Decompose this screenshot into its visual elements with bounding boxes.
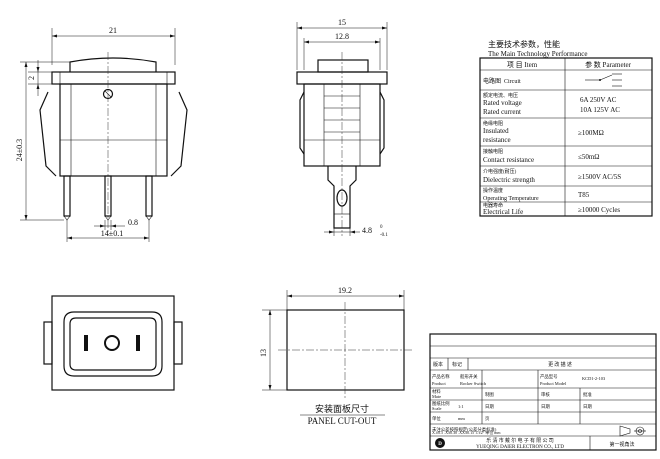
spec-row-circuit-en: Circuit xyxy=(504,79,521,85)
spec-row-insulated-en2: resistance xyxy=(483,136,511,144)
tb-material-en: Mate xyxy=(432,394,441,399)
spec-row-dielectric-zh: 介电强度(耐压) xyxy=(483,168,517,175)
spec-row-rated-value2: 10A 125V AC xyxy=(580,106,620,114)
tb-unit-label: 单位 xyxy=(432,415,441,422)
tb-tolerance-values: X.±0.5 .X±0.30 .XX±0.15 ∠±2° 单位 mm xyxy=(432,429,501,435)
cutout-height-dim: 13 xyxy=(259,349,268,357)
spec-row-rated-zh: 额定电流、电压 xyxy=(483,92,518,99)
tb-checked: 审核 xyxy=(541,391,550,398)
pin-pitch-dim: 14±0.1 xyxy=(101,229,123,238)
spec-row-rated-en: Rated voltage xyxy=(483,99,522,107)
tb-product-name-en: Product xyxy=(432,381,446,386)
tb-scale-zh: 图纸比例 xyxy=(432,400,450,407)
top-view xyxy=(43,295,183,391)
terminal-tol-lower: -0.1 xyxy=(380,233,388,238)
panel-cutout-title-en: PANEL CUT-OUT xyxy=(308,416,377,426)
off-mark-right xyxy=(136,335,140,351)
spec-row-life-en: Electrical Life xyxy=(483,208,523,216)
tb-approved: 批准 xyxy=(583,391,592,398)
side-view: 15 12.8 4.8 0 -0 xyxy=(296,18,388,238)
tb-product-name-zh: 产品名称 xyxy=(432,373,450,380)
tb-company-en: YUEQING DAIER ELECTRON CO., LTD xyxy=(476,445,564,450)
tb-mark-label: 标记 xyxy=(452,361,462,368)
spec-row-circuit-zh: 电路图 xyxy=(483,77,501,85)
spec-row-contact-en: Contact resistance xyxy=(483,156,534,164)
height-dim: 24±0.3 xyxy=(15,139,24,161)
projection-symbol-icon xyxy=(619,425,646,437)
circuit-symbol-icon xyxy=(585,73,622,87)
tb-product-name-value: 船形开关 xyxy=(460,373,478,380)
top-gap-dim: 2 xyxy=(27,76,36,80)
svg-text:D: D xyxy=(438,442,442,447)
spec-title-en: The Main Technology Performance xyxy=(488,50,588,58)
terminal-width-dim: 4.8 xyxy=(362,226,372,235)
spec-row-dielectric-en: Dielectric strength xyxy=(483,176,535,184)
spec-table: 主要技术参数，性能 The Main Technology Performanc… xyxy=(479,39,653,217)
spec-row-dielectric-value: ≥1500V AC/5S xyxy=(578,173,621,181)
terminal-tol-upper: 0 xyxy=(380,225,383,230)
tb-product-name-value-en: Rocker Switch xyxy=(460,381,487,386)
tb-scale-value: 1:1 xyxy=(458,404,464,409)
spec-row-life-zh: 电器寿命 xyxy=(483,202,503,209)
spec-row-rated-value: 6A 250V AC xyxy=(580,96,617,104)
title-block: 版本 标记 更 改 描 述 产品名称 Product 船形开关 Rocker S… xyxy=(429,333,657,451)
tb-model-value: KCD1-2-103 xyxy=(582,376,606,381)
power-circle-symbol xyxy=(104,335,120,351)
spec-row-temp-value: T85 xyxy=(578,191,590,199)
tb-scale-en: Scale xyxy=(432,406,442,411)
spec-row-insulated-en: Insulated xyxy=(483,127,509,135)
tb-date-3: 日期 xyxy=(583,404,592,410)
tb-model-zh: 产品型号 xyxy=(540,373,558,380)
spec-title-zh: 主要技术参数，性能 xyxy=(488,39,560,49)
tb-drawn: 制图 xyxy=(485,391,494,398)
spec-row-contact-zh: 接触电阻 xyxy=(483,148,503,155)
panel-cutout-view: 19.2 13 安装面板尺寸 PANEL CUT-OUT xyxy=(259,286,412,426)
tb-rev-label: 版本 xyxy=(433,361,443,368)
front-width-dim: 21 xyxy=(109,26,117,35)
tb-unit-value: mm xyxy=(458,416,465,421)
spec-header-param: 参 数 Parameter xyxy=(585,60,632,69)
spec-row-contact-value: ≤50mΩ xyxy=(578,153,600,161)
tb-date-1: 日期 xyxy=(485,404,494,410)
tb-date-2: 日期 xyxy=(541,404,550,410)
tb-tolerance-note: 未注公差按照规定(公差分类标准) xyxy=(432,426,497,433)
pin-width-dim: 0.8 xyxy=(128,218,138,227)
side-inner-dim: 12.8 xyxy=(335,32,349,41)
side-width-dim: 15 xyxy=(338,18,346,27)
tb-projection: 第一视角法 xyxy=(609,441,634,448)
tb-model-en: Product Model xyxy=(540,381,567,386)
company-logo-icon: D xyxy=(435,438,445,448)
panel-cutout-title-zh: 安装面板尺寸 xyxy=(315,403,369,414)
spec-row-temp-en: Operating Temperature xyxy=(483,196,539,202)
cutout-width-dim: 19.2 xyxy=(338,286,352,295)
tb-material-zh: 材料 xyxy=(432,388,441,395)
tb-page-label: 页 xyxy=(485,416,490,422)
tb-company-zh: 乐 清 市 戴 尔 电 子 有 限 公 司 xyxy=(486,437,554,444)
off-mark-left xyxy=(84,335,88,351)
spec-row-rated-en2: Rated current xyxy=(483,108,521,116)
spec-header-item: 项 目 Item xyxy=(507,61,538,69)
tb-change-desc: 更 改 描 述 xyxy=(548,361,572,368)
spec-row-insulated-value: ≥100MΩ xyxy=(578,129,604,137)
spec-row-insulated-zh: 绝缘电阻 xyxy=(483,120,503,127)
front-view: 21 2 xyxy=(15,26,188,242)
spec-row-temp-zh: 操作温度 xyxy=(483,187,503,194)
spec-row-life-value: ≥10000 Cycles xyxy=(578,206,620,214)
